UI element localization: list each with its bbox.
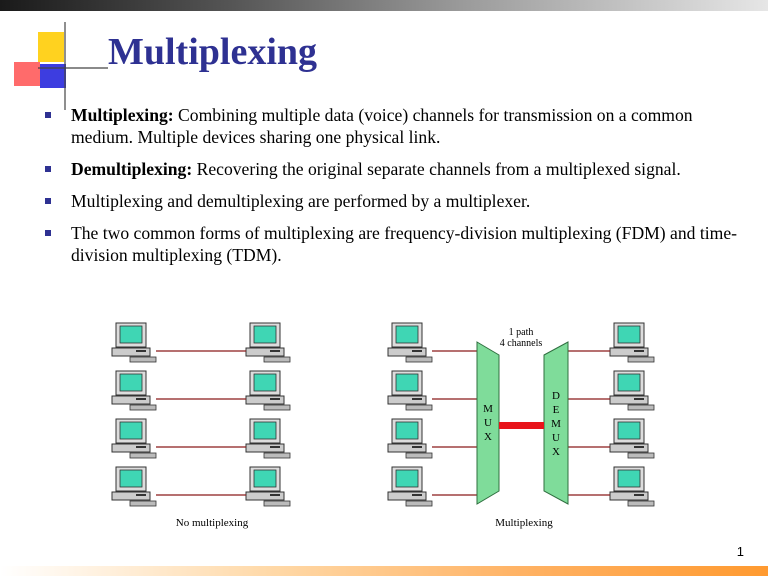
bullet-text: Combining multiple data (voice) channels…	[71, 105, 693, 147]
computer-icon	[609, 370, 655, 411]
corner-decoration	[14, 22, 108, 110]
top-gradient-bar	[0, 0, 768, 11]
bullet-term: Multiplexing:	[71, 105, 174, 125]
bullet-square-icon	[45, 112, 51, 118]
left-panel	[111, 322, 291, 507]
bullet-square-icon	[45, 166, 51, 172]
mux-box	[476, 341, 500, 505]
computer-icon	[609, 322, 655, 363]
right-panel	[387, 322, 655, 507]
bottom-gradient-bar	[0, 566, 768, 576]
page-number: 1	[736, 544, 744, 559]
bullet-square-icon	[45, 230, 51, 236]
computer-icon	[609, 418, 655, 459]
computer-icon	[111, 418, 157, 459]
bullet-text: Recovering the original separate channel…	[192, 159, 681, 179]
bullet-item-demultiplexing: Demultiplexing: Recovering the original …	[34, 158, 744, 180]
computer-icon	[111, 466, 157, 507]
computer-icon	[111, 322, 157, 363]
demux-box	[543, 341, 569, 505]
bullet-item-multiplexer: Multiplexing and demultiplexing are perf…	[34, 190, 744, 212]
slide-title: Multiplexing	[108, 31, 318, 73]
computer-icon	[245, 466, 291, 507]
bullet-square-icon	[45, 198, 51, 204]
bullet-text: The two common forms of multiplexing are…	[71, 223, 737, 265]
bullet-item-forms: The two common forms of multiplexing are…	[34, 222, 744, 266]
left-caption: No multiplexing	[176, 517, 249, 529]
bullet-item-multiplexing: Multiplexing: Combining multiple data (v…	[34, 104, 744, 148]
right-caption: Multiplexing	[495, 517, 553, 529]
shared-link	[499, 422, 544, 429]
computer-icon	[245, 322, 291, 363]
bullet-text: Multiplexing and demultiplexing are perf…	[71, 191, 531, 211]
computer-icon	[111, 370, 157, 411]
bullet-term: Demultiplexing:	[71, 159, 193, 179]
computer-icon	[387, 418, 433, 459]
path-label: 1 path	[509, 327, 534, 338]
computer-icon	[387, 322, 433, 363]
bullet-list: Multiplexing: Combining multiple data (v…	[34, 104, 744, 276]
computer-icon	[245, 418, 291, 459]
computer-icon	[609, 466, 655, 507]
computer-icon	[387, 466, 433, 507]
channels-label: 4 channels	[500, 338, 543, 349]
computer-icon	[387, 370, 433, 411]
computer-icon	[245, 370, 291, 411]
